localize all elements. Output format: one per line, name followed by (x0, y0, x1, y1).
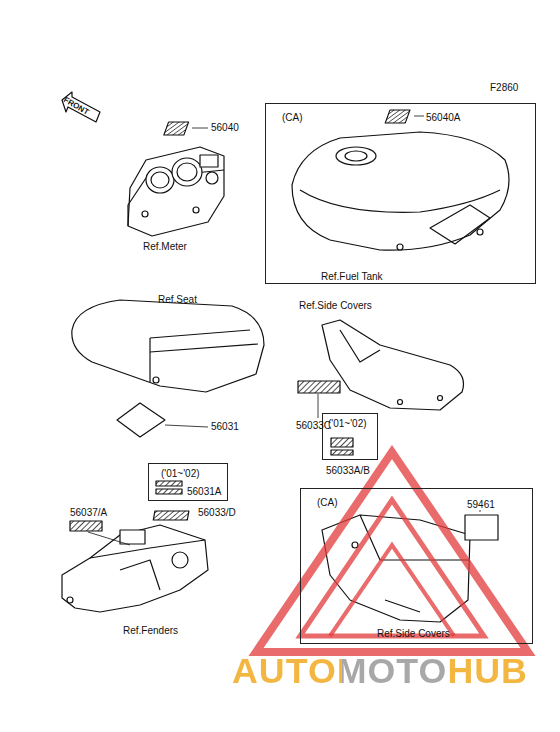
watermark-triangle (256, 452, 528, 652)
fuel-tank (292, 132, 509, 250)
stroke (206, 172, 218, 184)
stroke (165, 425, 208, 427)
stroke (142, 211, 148, 217)
callout-number: 56033/D (198, 507, 236, 518)
callout-number: 56031 (211, 421, 239, 432)
stroke (322, 320, 464, 410)
stroke (67, 597, 73, 603)
reference-label: Ref.Fuel Tank (321, 271, 383, 282)
decal-outline (117, 403, 165, 437)
year-box: ('01~'02) 56031A (148, 463, 228, 501)
decal (298, 381, 340, 393)
callout-number: 56040 (211, 122, 239, 133)
meter (128, 147, 224, 236)
stroke (438, 396, 443, 401)
variant-code: ('01~'02) (161, 468, 200, 479)
stroke (150, 330, 250, 338)
variant-code: ('01~'02) (328, 418, 367, 429)
seat (72, 300, 264, 392)
decal (164, 122, 189, 135)
stroke (128, 147, 224, 236)
front-arrow (62, 92, 100, 122)
stroke (72, 300, 264, 392)
decal (153, 511, 189, 520)
stroke (193, 207, 199, 213)
stroke (150, 344, 258, 352)
stroke (330, 545, 454, 636)
decal (156, 489, 182, 494)
stroke (480, 510, 481, 512)
stroke (88, 532, 130, 545)
stroke (120, 530, 145, 544)
stroke (90, 540, 205, 558)
stroke (172, 552, 188, 568)
stroke (345, 151, 367, 161)
stroke (300, 500, 484, 636)
stroke (430, 205, 490, 244)
variant-code: (CA) (317, 497, 338, 508)
stroke (398, 400, 403, 405)
reference-label: Ref.Side Covers (377, 628, 450, 639)
callout-number: 56040A (426, 112, 460, 123)
decal (70, 521, 102, 531)
stroke (153, 377, 159, 383)
decal (331, 450, 353, 455)
callout-number: 59461 (467, 499, 495, 510)
stroke (192, 128, 208, 129)
stroke (120, 560, 160, 590)
side-cover (322, 320, 464, 410)
stroke (385, 600, 420, 612)
decal (331, 438, 353, 447)
callout-number: 56033A/B (326, 465, 370, 476)
callout-number: 56031A (187, 486, 221, 497)
stroke (336, 147, 376, 165)
leader-lines (88, 116, 480, 545)
reference-label: Ref.Seat (158, 294, 197, 305)
stroke (352, 542, 358, 548)
stroke (177, 163, 197, 181)
reference-label: Ref.Meter (143, 241, 187, 252)
stroke (414, 116, 424, 117)
stroke (477, 229, 483, 235)
stroke (146, 167, 174, 193)
stroke (397, 244, 403, 250)
reference-label: Ref.Fenders (123, 625, 178, 636)
stroke (62, 525, 208, 612)
stroke (200, 155, 218, 167)
watermark: AUTOMOTOHUB (232, 654, 528, 690)
stroke (300, 190, 500, 212)
stroke (151, 172, 169, 188)
fender (62, 525, 208, 612)
callout-number: 56037/A (70, 507, 107, 518)
decal (385, 110, 410, 123)
variant-box: (CA) 56040A Ref.Fuel Tank (265, 103, 536, 284)
variant-box: (CA) 59461Ref.Side Covers (300, 488, 533, 644)
callout-number: 56033C (296, 420, 331, 431)
stroke (172, 158, 202, 186)
stroke (62, 92, 509, 622)
figure-number: F2860 (490, 82, 518, 93)
stroke (292, 132, 509, 250)
variant-code: (CA) (282, 112, 303, 123)
stroke (149, 338, 150, 382)
decal (156, 481, 182, 486)
stroke (318, 394, 319, 418)
decal-outline (465, 515, 498, 540)
stroke (256, 452, 528, 652)
stroke (340, 330, 380, 362)
reference-label: Ref.Side Covers (299, 300, 372, 311)
